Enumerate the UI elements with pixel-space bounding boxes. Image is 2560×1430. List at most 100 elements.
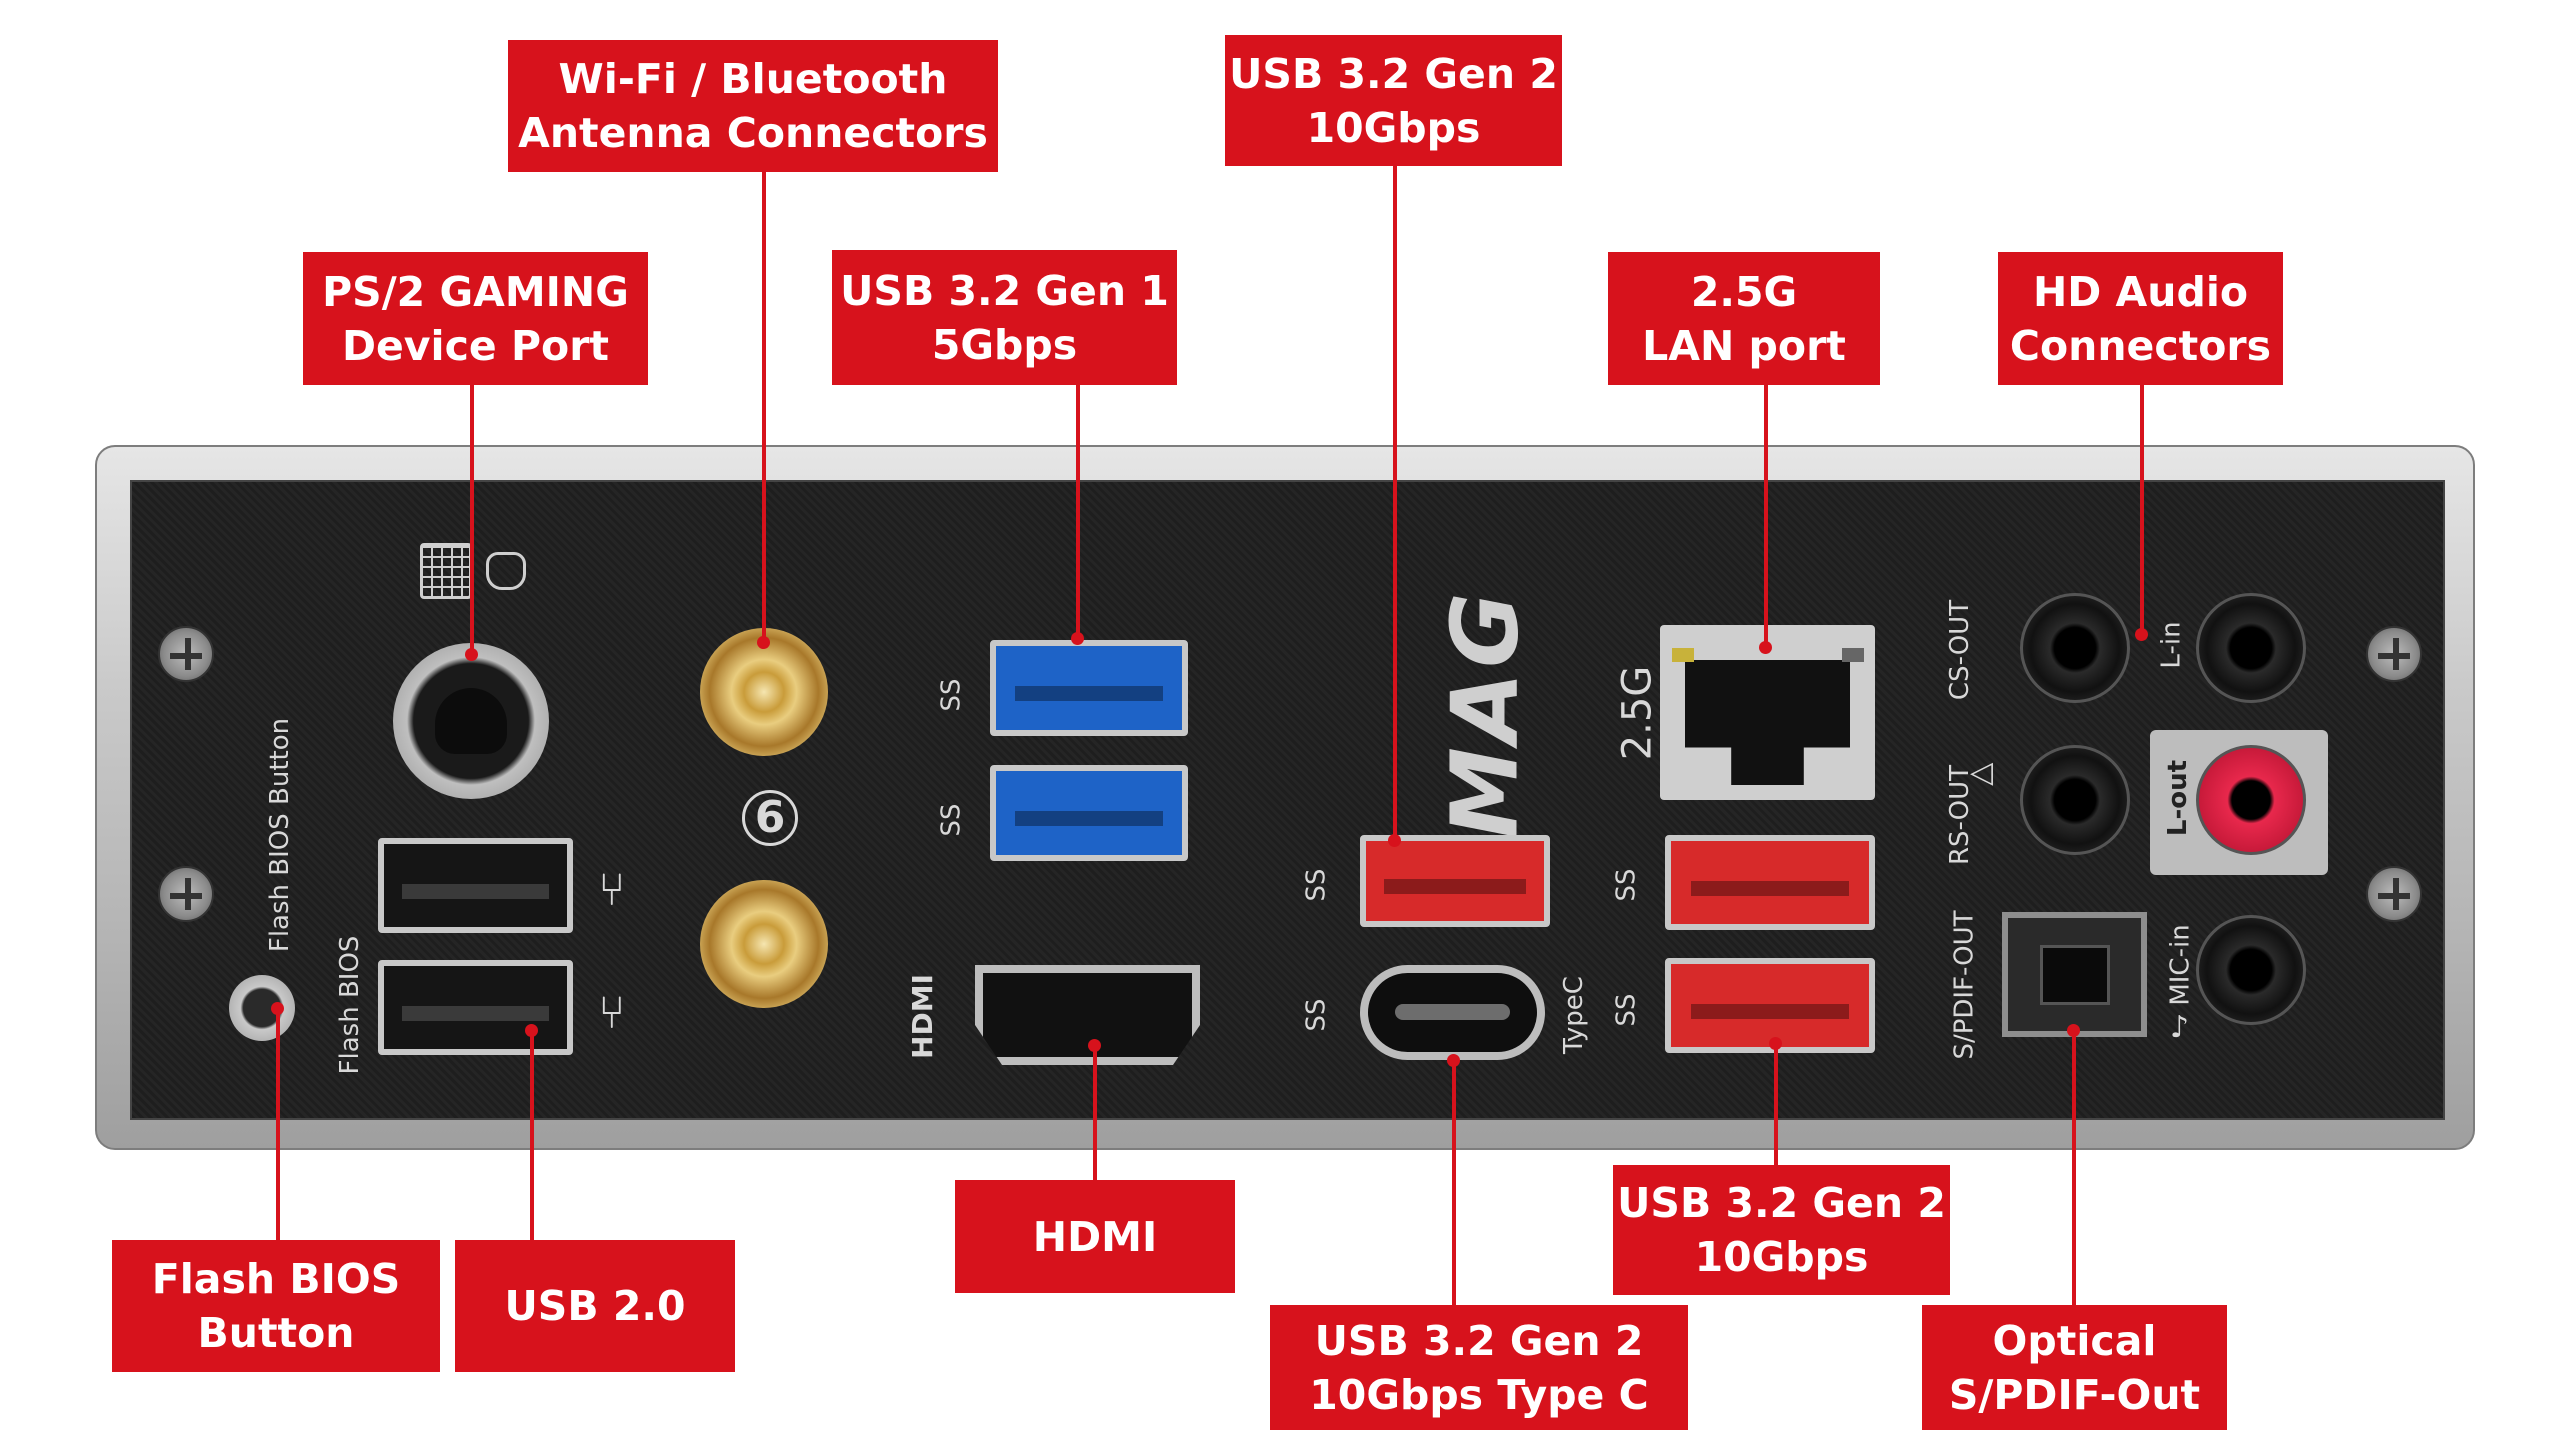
callout-flash-bios-line2: Button	[197, 1309, 355, 1357]
callout-usb32-gen2-top-line2: 10Gbps	[1306, 103, 1481, 152]
usb20-port-bottom	[378, 960, 573, 1055]
callout-usb20-line1: USB 2.0	[504, 1282, 686, 1330]
lan-led-right	[1842, 648, 1864, 662]
usb-typec-tongue	[1395, 1004, 1510, 1020]
audio-jack-rs-out	[2020, 745, 2130, 855]
ss-10-logo: SS	[1301, 998, 1332, 1032]
callout-wifi-line2: Antenna Connectors	[518, 109, 988, 157]
callout-usb20: USB 2.0	[455, 1240, 735, 1372]
antenna-connector-bottom	[700, 880, 828, 1008]
lan-speed-silk: 2.5G	[1614, 665, 1661, 761]
audio-jack-line-in	[2196, 593, 2306, 703]
leader-dot	[525, 1024, 538, 1037]
ss-10-logo: SS	[1611, 868, 1642, 902]
antenna-connector-top	[700, 628, 828, 756]
callout-usb32-gen2-typec-line1: USB 3.2 Gen 2	[1314, 1316, 1644, 1365]
hdmi-port	[975, 965, 1200, 1065]
callout-flash-bios: Flash BIOS Button	[112, 1240, 440, 1372]
callout-hdmi-line1: HDMI	[1032, 1212, 1158, 1261]
callout-usb32-gen2-top-line1: USB 3.2 Gen 2	[1229, 49, 1558, 98]
usb20-port-top	[378, 838, 573, 933]
ss-10-logo: SS	[1301, 868, 1332, 902]
keyboard-icon	[420, 543, 472, 599]
callout-usb32-gen1-line2: 5Gbps	[931, 320, 1078, 369]
callout-flash-bios-line1: Flash BIOS	[151, 1255, 401, 1303]
usb32-gen2-port-right-bottom	[1665, 958, 1875, 1053]
leader-wifi	[762, 172, 766, 642]
callout-usb32-gen2-top: USB 3.2 Gen 2 10Gbps	[1225, 35, 1562, 166]
callout-usb32-gen2-bottom-line2: 10Gbps	[1694, 1233, 1869, 1281]
leader-hdmi	[1093, 1045, 1097, 1185]
lan-led-left	[1672, 648, 1694, 662]
screw-icon	[158, 626, 214, 682]
usb32-gen2-port-center	[1360, 835, 1550, 927]
leader-dot	[1088, 1039, 1101, 1052]
callout-usb32-gen1: USB 3.2 Gen 1 5Gbps	[832, 250, 1177, 385]
callout-ps2: PS/2 GAMING Device Port	[303, 252, 648, 385]
callout-optical-spdif-line2: S/PDIF-Out	[1948, 1370, 2201, 1419]
flash-bios-button-silk: Flash BIOS Button	[265, 717, 295, 953]
usb-trident-icon: ⑂	[598, 862, 626, 916]
wifi6-icon: 6	[742, 790, 798, 846]
leader-usb20	[530, 1030, 534, 1248]
leader-dot	[1769, 1037, 1782, 1050]
line-in-silk: L-in	[2156, 621, 2187, 669]
leader-optical	[2072, 1030, 2076, 1328]
screw-icon	[2366, 626, 2422, 682]
usb-trident-icon: ⑂	[598, 985, 626, 1039]
leader-dot	[271, 1002, 284, 1015]
leader-ps2	[470, 385, 474, 655]
speaker-icon: ◁	[1970, 755, 1994, 790]
callout-lan-line2: LAN port	[1642, 321, 1846, 370]
callout-ps2-line2: Device Port	[341, 321, 610, 370]
callout-usb32-gen1-line1: USB 3.2 Gen 1	[840, 266, 1169, 315]
callout-lan: 2.5G LAN port	[1608, 252, 1880, 385]
leader-lan	[1764, 385, 1768, 647]
mic-icon: ♪	[2170, 1010, 2190, 1045]
callout-usb32-gen2-bottom-line1: USB 3.2 Gen 2	[1617, 1179, 1946, 1227]
leader-dot	[465, 648, 478, 661]
leader-usb32g1	[1076, 385, 1080, 638]
usb32-gen1-port-top	[990, 640, 1188, 736]
callout-usb32-gen2-bottom: USB 3.2 Gen 2 10Gbps	[1613, 1165, 1950, 1295]
leader-typec	[1452, 1060, 1456, 1330]
leader-dot	[757, 636, 770, 649]
callout-ps2-line1: PS/2 GAMING	[322, 267, 629, 316]
mouse-icon	[486, 552, 526, 590]
screw-icon	[158, 866, 214, 922]
leader-dot	[1071, 632, 1084, 645]
leader-dot	[2135, 628, 2148, 641]
callout-usb32-gen2-typec: USB 3.2 Gen 2 10Gbps Type C	[1270, 1305, 1688, 1430]
line-out-silk: L-out	[2163, 759, 2194, 837]
screw-icon	[2366, 866, 2422, 922]
callout-wifi: Wi-Fi / Bluetooth Antenna Connectors	[508, 40, 998, 172]
leader-usb32g2-top	[1393, 166, 1397, 839]
flash-bios-silk: Flash BIOS	[335, 935, 365, 1075]
audio-jack-line-out	[2196, 745, 2306, 855]
callout-usb32-gen2-typec-line2: 10Gbps Type C	[1309, 1370, 1649, 1419]
usb32-gen2-port-right-top	[1665, 835, 1875, 930]
callout-wifi-line1: Wi-Fi / Bluetooth	[558, 55, 948, 103]
callout-hdmi: HDMI	[955, 1180, 1235, 1293]
ss-logo: SS	[936, 678, 967, 712]
callout-optical-spdif: Optical S/PDIF-Out	[1922, 1305, 2227, 1430]
typec-silk: TypeC	[1558, 976, 1589, 1054]
ps2-socket	[435, 688, 507, 754]
audio-jack-mic-in	[2196, 915, 2306, 1025]
callout-lan-line1: 2.5G	[1690, 267, 1798, 316]
leader-dot	[1759, 641, 1772, 654]
callout-hd-audio: HD Audio Connectors	[1998, 252, 2283, 385]
audio-jack-cs-out	[2020, 593, 2130, 703]
leader-usb32g2-bottom	[1774, 1043, 1778, 1178]
ss-10-logo: SS	[1611, 993, 1642, 1027]
optical-spdif-socket	[2040, 945, 2110, 1005]
leader-dot	[1447, 1054, 1460, 1067]
hdmi-silk: HDMI	[905, 974, 939, 1059]
usb32-gen1-port-bottom	[990, 765, 1188, 861]
leader-hd-audio	[2140, 385, 2144, 633]
leader-dot	[1388, 834, 1401, 847]
callout-hd-audio-line2: Connectors	[2009, 321, 2272, 370]
ss-logo: SS	[936, 803, 967, 837]
flash-bios-button[interactable]	[229, 975, 295, 1041]
leader-flash-bios	[276, 1008, 280, 1248]
